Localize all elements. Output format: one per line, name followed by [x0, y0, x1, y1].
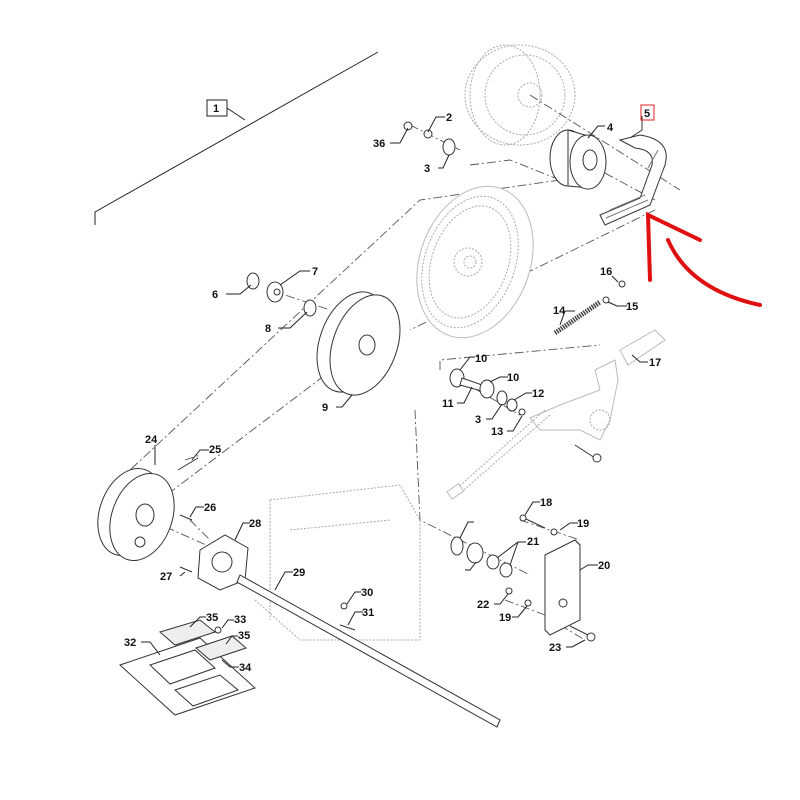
callout-label: 27 [160, 571, 172, 583]
callout-label: 6 [212, 289, 218, 301]
callout-label: 4 [607, 122, 614, 134]
annotation-arrow [645, 211, 702, 282]
callout-label: 9 [322, 402, 328, 414]
callout-label: 5 [644, 108, 650, 120]
lever-arm-17 [446, 329, 666, 500]
callout-label: 21 [527, 536, 539, 548]
callout-label: 3 [424, 163, 430, 175]
roller-assembly-10-11 [449, 368, 526, 416]
callout-label: 10 [475, 353, 487, 365]
callout-label: 34 [239, 662, 252, 674]
callout-label: 16 [600, 266, 612, 278]
callout-label: 7 [312, 266, 318, 278]
callout-label: 14 [553, 305, 566, 317]
callout-label: 29 [293, 567, 305, 579]
main-pulley-ghost [416, 185, 534, 339]
callout-label: 13 [491, 426, 503, 438]
callout-label: 26 [204, 502, 216, 514]
callout-label: 2 [446, 112, 452, 124]
hardware-6-7-8 [246, 272, 317, 317]
callout-label: 32 [124, 637, 136, 649]
idler-pulley-4 [549, 129, 607, 190]
callout-label: 19 [577, 518, 589, 530]
frame-ghost [254, 484, 421, 641]
callout-label: 35 [206, 612, 218, 624]
callout-labels: 1 36 2 3 4 5 6 7 8 9 10 10 11 3 12 13 14… [124, 103, 661, 674]
callout-label: 18 [540, 497, 552, 509]
callout-label: 11 [442, 398, 454, 410]
callout-label: 33 [234, 614, 246, 626]
callout-label: 3 [475, 414, 481, 426]
pulley-24 [97, 457, 199, 573]
callout-5-highlight-box [640, 104, 655, 121]
callout-label: 17 [649, 357, 661, 369]
hardware-36-2-3 [403, 121, 456, 156]
upper-pulley-ghost [464, 44, 576, 146]
belt-5 [599, 134, 667, 226]
callout-label: 25 [209, 444, 221, 456]
pulley-9 [316, 291, 401, 396]
callout-label: 23 [549, 642, 561, 654]
callout-label: 1 [213, 103, 219, 115]
callout-label: 36 [373, 138, 385, 150]
spring-14 [553, 280, 626, 336]
annotation-arrow-tail [666, 238, 762, 307]
callout-label: 35 [238, 630, 250, 642]
cover-plates-32 [119, 619, 256, 716]
leader-line [226, 107, 246, 121]
callout-1-box [206, 99, 228, 117]
callout-label: 30 [361, 587, 373, 599]
roller-assembly-lower [450, 514, 596, 642]
callout-label: 28 [249, 518, 261, 530]
mounting-plate-20 [544, 539, 581, 636]
leader-lines [141, 116, 648, 668]
callout-label: 20 [598, 560, 610, 572]
callout-label: 19 [499, 612, 511, 624]
callout-label: 10 [507, 372, 519, 384]
callout-label: 15 [626, 301, 638, 313]
callout-label: 8 [265, 323, 271, 335]
assembly-bracket-line [94, 51, 379, 225]
callout-label: 22 [477, 599, 489, 611]
callout-label: 24 [145, 434, 158, 446]
shaft-29 [236, 574, 501, 728]
callout-label: 31 [362, 607, 374, 619]
callout-label: 12 [532, 388, 544, 400]
